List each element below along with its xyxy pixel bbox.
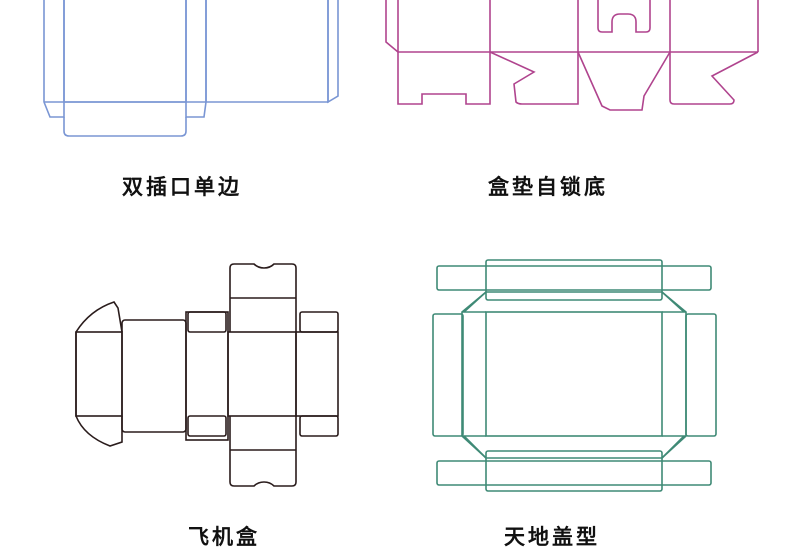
caption-lid-and-base: 天地盖型 xyxy=(504,525,600,549)
bottom-flap-1 xyxy=(397,52,491,105)
lock-tab-3 xyxy=(669,51,759,105)
tab-bottom-right xyxy=(299,415,339,437)
caption-mailer-box: 飞机盒 xyxy=(188,525,260,549)
tab-bottom-left xyxy=(187,415,227,437)
left-flap-outer xyxy=(432,313,464,437)
dieline-auto-lock-bottom-drawing xyxy=(385,0,759,111)
tuck-flap-bottom xyxy=(63,117,187,137)
panel-right xyxy=(295,331,339,417)
bottom-flap-outer xyxy=(436,460,712,486)
lock-tab-1 xyxy=(489,51,579,105)
top-flap-outer xyxy=(436,265,712,291)
dieline-mailer-box-drawing xyxy=(75,263,339,487)
panel-back xyxy=(205,0,329,103)
side-flap-left xyxy=(75,301,123,447)
right-flap-outer xyxy=(685,313,717,437)
caption-double-tuck: 双插口单边 xyxy=(122,175,242,199)
dieline-double-tuck-drawing xyxy=(43,0,339,137)
lock-tab-2 xyxy=(577,51,671,111)
diag-bl xyxy=(463,435,487,459)
inner-frame xyxy=(461,291,687,459)
top-flap-inner xyxy=(485,259,663,301)
glue-flap xyxy=(327,0,339,104)
tab-top-left xyxy=(187,311,227,333)
dieline-lid-and-base xyxy=(420,250,740,500)
diag-tl xyxy=(463,291,487,313)
panel-left-inner xyxy=(121,319,187,433)
panel-front xyxy=(63,0,187,103)
dieline-auto-lock-bottom xyxy=(380,0,800,160)
dieline-mailer-box xyxy=(60,250,360,500)
window-cutout xyxy=(597,0,651,33)
panel-base xyxy=(227,331,297,417)
tab-top-right xyxy=(299,311,339,333)
dieline-lid-and-base-drawing xyxy=(432,259,717,492)
base-panel xyxy=(485,311,663,437)
dieline-double-tuck xyxy=(0,0,400,160)
panel-left-wall xyxy=(75,331,123,417)
panel-side xyxy=(185,0,207,118)
lid-bottom xyxy=(229,416,297,487)
diag-br xyxy=(661,435,685,459)
panel-left-outline xyxy=(43,0,65,118)
diag-tr xyxy=(661,291,685,313)
bottom-flap-inner xyxy=(485,450,663,492)
caption-auto-lock-bottom: 盒垫自锁底 xyxy=(488,175,608,199)
panel-left xyxy=(385,0,399,53)
lid-top xyxy=(229,263,297,332)
